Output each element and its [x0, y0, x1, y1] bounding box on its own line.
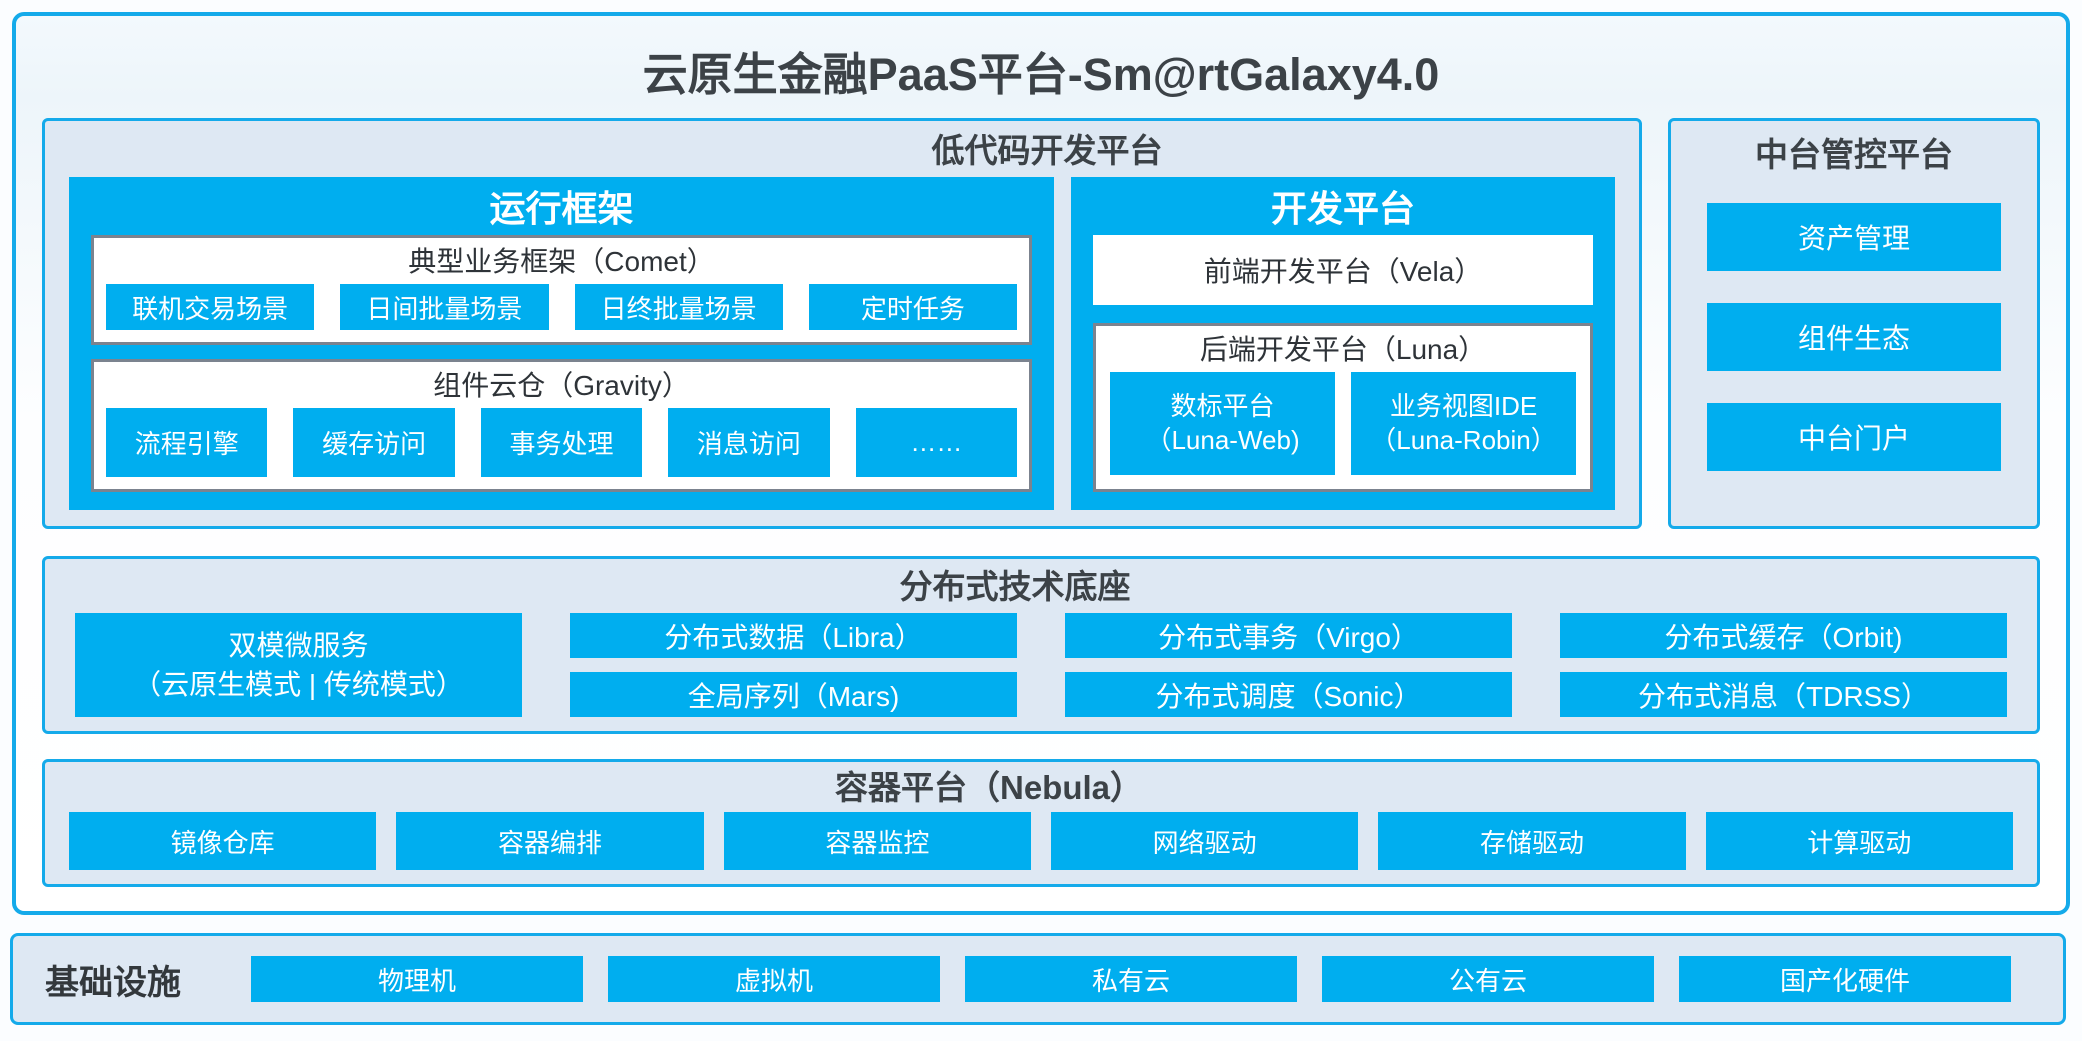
distributed-cell: 分布式消息（TDRSS） [1560, 672, 2007, 717]
distributed-base-title: 分布式技术底座 [899, 568, 1131, 605]
gravity-item: 事务处理 [480, 408, 643, 477]
dual-mode-line1: 双模微服务 [228, 629, 369, 661]
distributed-cell: 分布式缓存（Orbit) [1560, 613, 2007, 658]
comet-item: 日终批量场景 [574, 284, 783, 330]
distributed-body: 双模微服务 （云原生模式 | 传统模式） 分布式数据（Libra） 全局序列（M… [75, 613, 2007, 717]
infrastructure-item: 私有云 [965, 956, 1297, 1002]
infrastructure-bar: 基础设施 物理机 虚拟机 私有云 公有云 国产化硬件 [10, 933, 2066, 1025]
comet-framework-box: 典型业务框架（Comet） 联机交易场景 日间批量场景 日终批量场景 定时任务 [91, 235, 1033, 345]
container-item: 存储驱动 [1378, 812, 1686, 870]
luna-item-line2: （Luna-Robin） [1370, 424, 1557, 455]
luna-item: 业务视图IDE （Luna-Robin） [1351, 372, 1576, 475]
luna-item-line1: 数标平台 [1170, 390, 1275, 421]
infrastructure-item: 物理机 [251, 956, 583, 1002]
luna-box-title: 后端开发平台（Luna） [1199, 334, 1487, 365]
main-frame: 云原生金融PaaS平台-Sm@rtGalaxy4.0 低代码开发平台 运行框架 … [12, 12, 2070, 915]
container-item: 镜像仓库 [69, 812, 377, 870]
container-item: 容器编排 [396, 812, 704, 870]
distributed-column: 分布式缓存（Orbit) 分布式消息（TDRSS） [1560, 613, 2007, 717]
container-item: 计算驱动 [1705, 812, 2013, 870]
low-code-platform-panel: 低代码开发平台 运行框架 典型业务框架（Comet） 联机交易场景 日间批量场景… [42, 118, 1642, 529]
mid-platform-item: 资产管理 [1707, 203, 2001, 271]
mid-platform-item: 中台门户 [1707, 403, 2001, 471]
distributed-column: 分布式事务（Virgo） 分布式调度（Sonic） [1065, 613, 1512, 717]
comet-items: 联机交易场景 日间批量场景 日终批量场景 定时任务 [106, 284, 1018, 330]
distributed-cell: 分布式事务（Virgo） [1065, 613, 1512, 658]
top-row: 低代码开发平台 运行框架 典型业务框架（Comet） 联机交易场景 日间批量场景… [42, 118, 2040, 529]
luna-item-line1: 业务视图IDE [1389, 390, 1538, 421]
comet-item: 联机交易场景 [106, 284, 315, 330]
gravity-item: 消息访问 [668, 408, 830, 477]
infrastructure-items: 物理机 虚拟机 私有云 公有云 国产化硬件 [251, 956, 2011, 1002]
distributed-cell: 分布式数据（Libra） [570, 613, 1017, 658]
container-items: 镜像仓库 容器编排 容器监控 网络驱动 存储驱动 计算驱动 [69, 812, 2013, 870]
dev-platform-title: 开发平台 [1271, 188, 1416, 229]
luna-backend-box: 后端开发平台（Luna） 数标平台 （Luna-Web) 业务视图IDE （Lu… [1093, 323, 1593, 492]
runtime-framework-block: 运行框架 典型业务框架（Comet） 联机交易场景 日间批量场景 日终批量场景 … [69, 177, 1055, 510]
gravity-items: 流程引擎 缓存访问 事务处理 消息访问 …… [106, 408, 1018, 477]
infrastructure-item: 虚拟机 [608, 956, 940, 1002]
gravity-item: …… [855, 408, 1018, 477]
gravity-warehouse-box: 组件云仓（Gravity） 流程引擎 缓存访问 事务处理 消息访问 …… [91, 359, 1033, 492]
vela-frontend-box: 前端开发平台（Vela） [1093, 235, 1593, 305]
luna-item-line2: （Luna-Web) [1145, 424, 1300, 455]
gravity-item: 流程引擎 [106, 408, 268, 477]
mid-platform-control-panel: 中台管控平台 资产管理 组件生态 中台门户 [1668, 118, 2040, 529]
distributed-base-panel: 分布式技术底座 双模微服务 （云原生模式 | 传统模式） 分布式数据（Libra… [42, 556, 2040, 734]
dual-mode-microservice-box: 双模微服务 （云原生模式 | 传统模式） [75, 613, 522, 717]
comet-item: 日间批量场景 [340, 284, 549, 330]
container-platform-title: 容器平台（Nebula） [834, 769, 1144, 806]
mid-platform-item: 组件生态 [1707, 303, 2001, 371]
infrastructure-item: 国产化硬件 [1679, 956, 2011, 1002]
distributed-column: 分布式数据（Libra） 全局序列（Mars) [570, 613, 1017, 717]
dev-platform-block: 开发平台 前端开发平台（Vela） 后端开发平台（Luna） 数标平台 （Lun… [1071, 177, 1615, 510]
container-item: 网络驱动 [1050, 812, 1359, 870]
dual-mode-line2: （云原生模式 | 传统模式） [133, 669, 464, 700]
runtime-framework-title: 运行框架 [489, 188, 634, 229]
low-code-body: 运行框架 典型业务框架（Comet） 联机交易场景 日间批量场景 日终批量场景 … [69, 177, 1615, 510]
comet-box-title: 典型业务框架（Comet） [408, 246, 715, 277]
gravity-box-title: 组件云仓（Gravity） [433, 370, 690, 401]
gravity-item: 缓存访问 [293, 408, 455, 477]
luna-items: 数标平台 （Luna-Web) 业务视图IDE （Luna-Robin） [1110, 372, 1576, 475]
container-item: 容器监控 [723, 812, 1031, 870]
distributed-cell: 全局序列（Mars) [570, 672, 1017, 717]
infrastructure-label: 基础设施 [45, 963, 181, 1002]
container-platform-panel: 容器平台（Nebula） 镜像仓库 容器编排 容器监控 网络驱动 存储驱动 计算… [42, 759, 2040, 887]
page-title: 云原生金融PaaS平台-Sm@rtGalaxy4.0 [642, 48, 1440, 100]
low-code-platform-title: 低代码开发平台 [931, 132, 1163, 169]
comet-item: 定时任务 [808, 284, 1018, 330]
luna-item: 数标平台 （Luna-Web) [1110, 372, 1336, 475]
infrastructure-item: 公有云 [1322, 956, 1654, 1002]
mid-platform-title: 中台管控平台 [1755, 136, 1953, 173]
distributed-cell: 分布式调度（Sonic） [1065, 672, 1512, 717]
